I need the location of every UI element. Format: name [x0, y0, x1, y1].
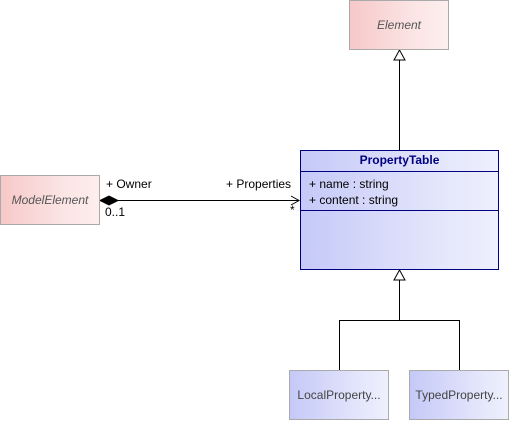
class-model-element-name: ModelElement — [11, 193, 89, 207]
generalization-line-local-property — [339, 320, 400, 370]
composition-diamond — [98, 195, 120, 206]
owner-role-label: + Owner — [106, 177, 152, 191]
class-local-property-name: LocalProperty... — [297, 388, 381, 402]
class-property-table-name: PropertyTable — [301, 151, 498, 172]
properties-role-label: + Properties — [226, 177, 292, 191]
properties-multiplicity-label: * — [290, 203, 295, 217]
class-model-element[interactable]: ModelElement — [0, 175, 100, 225]
generalization-line-typed-property — [399, 320, 460, 370]
class-property-table[interactable]: PropertyTable + name : string + content … — [300, 150, 499, 270]
generalization-arrowhead-property-table — [393, 268, 406, 281]
association-open-arrowhead — [290, 195, 301, 206]
class-local-property[interactable]: LocalProperty... — [289, 370, 389, 420]
class-property-table-attributes: + name : string + content : string — [301, 172, 498, 211]
attribute-content: + content : string — [309, 193, 399, 207]
attribute-name: + name : string — [309, 177, 389, 191]
class-element-name: Element — [376, 18, 422, 32]
class-typed-property[interactable]: TypedProperty... — [409, 370, 509, 420]
owner-multiplicity-label: 0..1 — [105, 205, 126, 219]
class-element[interactable]: Element — [349, 0, 449, 50]
generalization-arrowhead-element — [393, 48, 406, 61]
class-typed-property-name: TypedProperty... — [415, 388, 503, 402]
